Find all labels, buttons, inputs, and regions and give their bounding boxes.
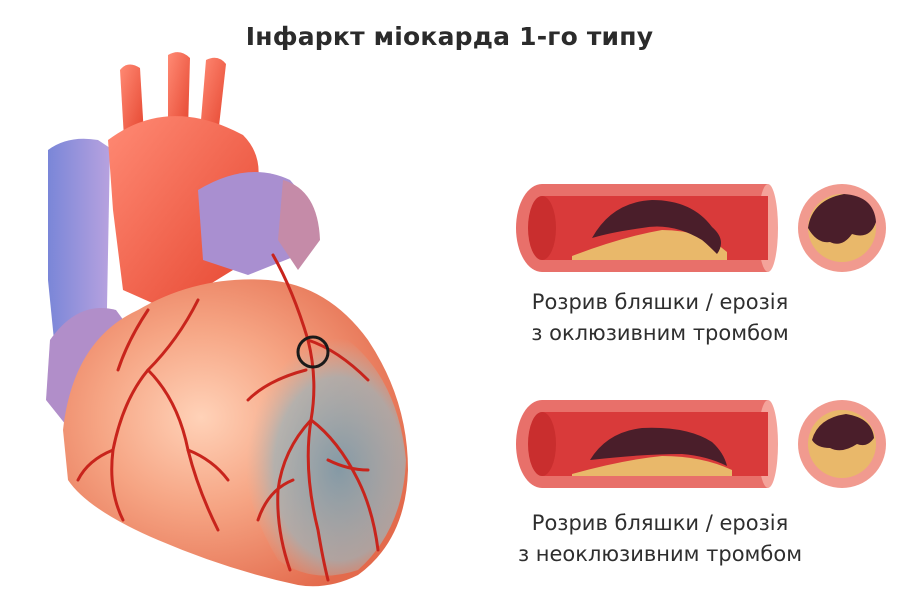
- vessel-panel-occlusive: [512, 182, 892, 278]
- vessel-panel-nonocclusive: [512, 398, 892, 494]
- heart-illustration: [28, 40, 448, 590]
- longitudinal-vessel: [516, 400, 778, 488]
- caption-occlusive-line1: Розрив бляшки / ерозія: [480, 287, 840, 318]
- caption-nonocclusive: Розрив бляшки / ерозія з неоклюзивним тр…: [480, 508, 840, 570]
- heart-svg: [28, 40, 448, 590]
- caption-occlusive-line2: з оклюзивним тромбом: [480, 318, 840, 349]
- caption-nonocclusive-line2: з неоклюзивним тромбом: [480, 539, 840, 570]
- caption-occlusive: Розрив бляшки / ерозія з оклюзивним тром…: [480, 287, 840, 349]
- vessel-occlusive-svg: [512, 182, 892, 274]
- cross-section-occlusive: [798, 184, 886, 272]
- cross-section-nonocclusive: [798, 400, 886, 488]
- longitudinal-vessel: [516, 184, 778, 272]
- caption-nonocclusive-line1: Розрив бляшки / ерозія: [480, 508, 840, 539]
- vessel-nonocclusive-svg: [512, 398, 892, 490]
